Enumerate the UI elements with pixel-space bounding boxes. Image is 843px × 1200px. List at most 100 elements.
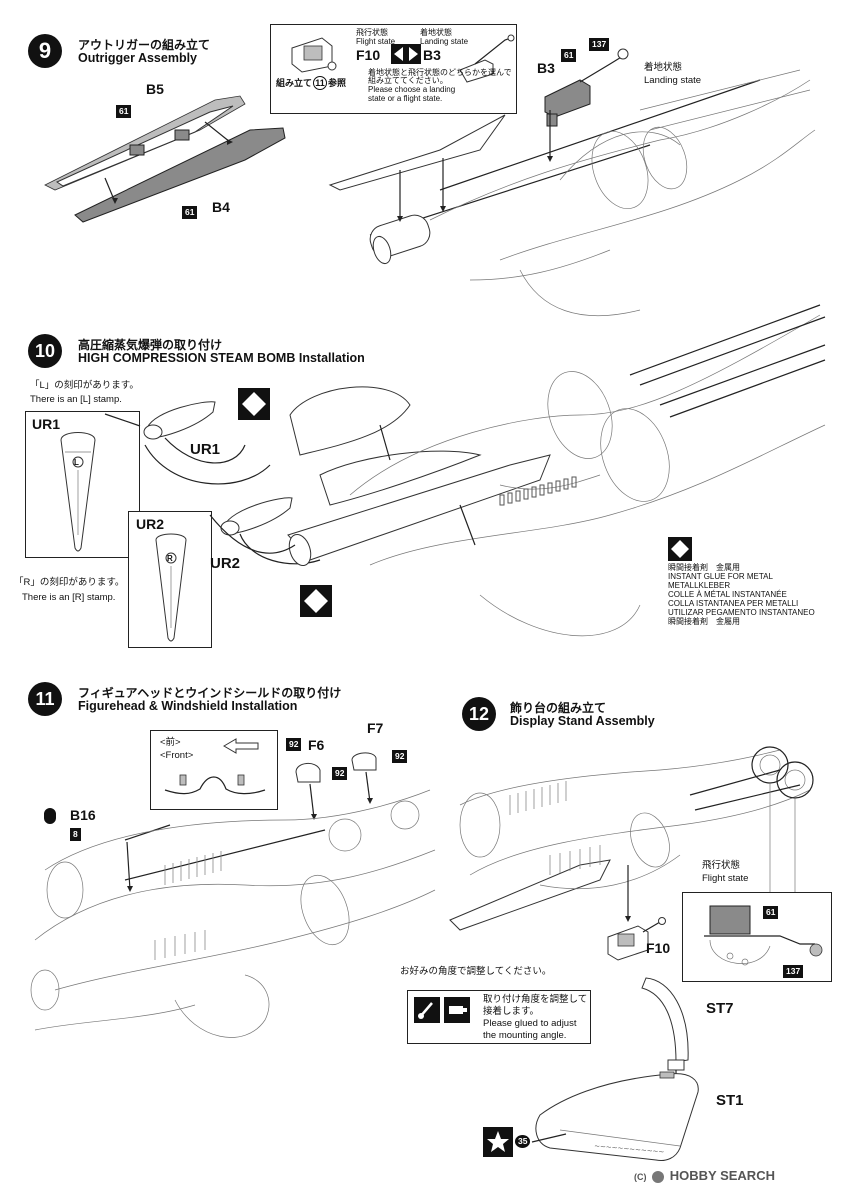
part-st7-label: ST7 — [706, 1000, 734, 1017]
step-12-number: 12 — [462, 697, 496, 731]
step-12-flight-jp: 飛行状態 — [702, 860, 741, 871]
glue-brush-icon — [414, 997, 440, 1023]
glue-line-5: COLLA ISTANTANEA PER METALLI — [668, 599, 799, 608]
inset-part-flight-drawing — [291, 37, 337, 73]
inset-flight-en: Flight state — [356, 37, 396, 46]
r-stamp-note-en: There is an [R] stamp. — [22, 592, 116, 603]
badge-92-f6: 92 — [286, 738, 302, 751]
front-label-jp: <前> — [160, 737, 181, 748]
inset-ref-num: 11 — [313, 76, 328, 90]
stamp-l-mark: L — [74, 458, 79, 467]
badge-92-mid: 92 — [332, 767, 348, 780]
front-arrow-icon — [223, 738, 259, 754]
front-label-en: <Front> — [160, 750, 194, 761]
step-10-title-en: HIGH COMPRESSION STEAM BOMB Installation — [78, 351, 365, 365]
l-stamp-note-en: There is an [L] stamp. — [30, 394, 122, 405]
front-detail-drawing — [164, 774, 266, 795]
badge-8: 8 — [70, 828, 81, 841]
step-10-title-jp: 高圧縮蒸気爆弾の取り付け — [78, 338, 223, 352]
step-12-ship-drawing — [449, 746, 814, 931]
ur2-detail-drawing — [155, 533, 187, 642]
figurehead-icon-badge — [44, 808, 56, 824]
glue-angle-en2: the mounting angle. — [483, 1030, 567, 1041]
glue-angle-en1: Please glued to adjust — [483, 1018, 577, 1029]
step-9-ship-drawing — [328, 69, 816, 317]
badge-35: 35 — [515, 1135, 531, 1148]
step-11-title-jp: フィギュアヘッドとウインドシールドの取り付け — [78, 686, 342, 700]
inset-part-f10: F10 — [356, 47, 381, 63]
glue-line-2: INSTANT GLUE FOR METAL — [668, 572, 773, 581]
part-b5-label: B5 — [146, 81, 164, 97]
step-9-title-jp: アウトリガーの組み立て — [78, 38, 211, 52]
stand-arm-drawing — [641, 977, 689, 1078]
glue-line-3: METALLKLEBER — [668, 581, 731, 590]
watermark-brand: HOBBY SEARCH — [669, 1168, 775, 1183]
badge-61-b4: 61 — [182, 206, 198, 219]
glue-line-7: 瞬間接着剤 金屬用 — [668, 617, 740, 626]
glue-angle-jp1: 取り付け角度を調整して — [483, 994, 588, 1005]
f10-detail-drawing — [704, 905, 823, 966]
glue-line-6: UTILIZAR PEGAMENTO INSTANTANEO — [668, 608, 815, 617]
step-10-number: 10 — [28, 334, 62, 368]
step-11-number: 11 — [28, 682, 62, 716]
glue-diamond-top-icon — [238, 388, 270, 420]
landing-state-en: Landing state — [644, 75, 702, 86]
stand-base-drawing: ~~~~~~~~~~~~ — [535, 1071, 699, 1161]
inset-part-b3: B3 — [423, 47, 441, 63]
inset-landing-jp: 着地状態 — [420, 28, 452, 37]
landing-part-drawing — [544, 48, 629, 127]
inset-ref-pre: 組み立て — [276, 78, 313, 88]
stamp-r-mark: R — [167, 554, 173, 563]
inset-note-en2: state or a flight state. — [368, 94, 443, 103]
part-b4-label: B4 — [212, 199, 230, 215]
f10-part-drawing — [607, 917, 666, 961]
step-11-ship-drawing — [30, 789, 436, 1038]
metal-glue-legend: 瞬間接着剤 金属用 INSTANT GLUE FOR METAL METALLK… — [668, 563, 815, 626]
ur1-detail-label: UR1 — [32, 416, 61, 432]
glue-line-1: 瞬間接着剤 金属用 — [668, 563, 740, 572]
inset-landing-en: Landing state — [420, 37, 469, 46]
badge-137: 137 — [589, 38, 610, 51]
ur1-detail-drawing — [60, 432, 96, 552]
badge-61-b3: 61 — [561, 49, 577, 62]
ur2-detail-label: UR2 — [136, 516, 165, 532]
inset-flight-jp: 飛行状態 — [356, 28, 388, 37]
inset-note-en1: Please choose a landing — [368, 85, 456, 94]
watermark-copyright: (C) — [634, 1172, 647, 1182]
part-st1-label: ST1 — [716, 1092, 744, 1109]
part-b3-label: B3 — [537, 60, 555, 76]
inset-swap-arrows-icon — [391, 44, 421, 64]
angle-note-jp: お好みの角度で調整してください。 — [400, 966, 552, 977]
ur2-label: UR2 — [210, 555, 241, 572]
inset-ref-post: 参照 — [328, 78, 347, 88]
l-stamp-note-jp: 「L」の刻印があります。 — [30, 380, 139, 391]
inset-note-jp2: 組み立ててください。 — [368, 76, 448, 85]
glue-tube-icon — [444, 997, 470, 1023]
glue-line-4: COLLE À MÉTAL INSTANTANÉE — [668, 590, 787, 599]
ur1-part-drawing — [104, 401, 246, 464]
inset-part-landing-drawing — [459, 34, 515, 83]
step-12-title-en: Display Stand Assembly — [510, 714, 655, 728]
f10-detail-box — [682, 892, 832, 982]
metal-glue-icon — [668, 537, 692, 561]
badge-61-b5: 61 — [116, 105, 132, 118]
star-icon — [483, 1127, 513, 1157]
step-10-ship-drawing — [144, 304, 826, 637]
watermark-logo-icon — [652, 1170, 665, 1183]
step-12-title-jp: 飾り台の組み立て — [510, 701, 607, 715]
ur2-part-drawing — [220, 497, 321, 565]
watermark: (C) HOBBY SEARCH — [634, 1168, 775, 1183]
windshield-parts-drawing — [295, 752, 377, 820]
step-11-title-en: Figurehead & Windshield Installation — [78, 699, 298, 713]
leader-35 — [531, 1133, 567, 1143]
r-stamp-note-jp: 「R」の刻印があります。 — [14, 577, 125, 588]
part-f6-label: F6 — [308, 737, 325, 753]
glue-angle-jp2: 接着します。 — [483, 1006, 540, 1017]
step-12-badge-137: 137 — [783, 965, 804, 978]
part-b16-label: B16 — [70, 807, 96, 823]
step-12-flight-en: Flight state — [702, 873, 749, 884]
step-9-number: 9 — [28, 34, 62, 68]
glue-diamond-bottom-icon — [300, 585, 332, 617]
landing-state-jp: 着地状態 — [644, 62, 683, 73]
